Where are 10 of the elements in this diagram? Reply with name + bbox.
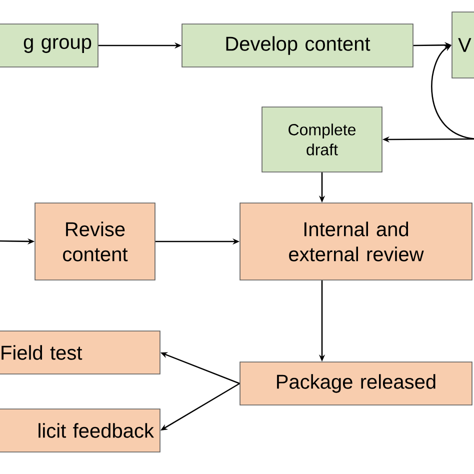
process-box: licit feedback <box>0 408 160 452</box>
process-box: Complete draft <box>262 106 382 172</box>
process-box: Develop content <box>182 24 414 68</box>
process-box: Revise content <box>34 202 156 280</box>
process-box: g group <box>0 24 98 68</box>
process-box: Internal and external review <box>240 202 472 280</box>
process-box: V <box>452 12 474 78</box>
process-box: Field test <box>0 330 160 374</box>
arrow <box>431 45 474 140</box>
process-box: Package released <box>240 362 472 406</box>
